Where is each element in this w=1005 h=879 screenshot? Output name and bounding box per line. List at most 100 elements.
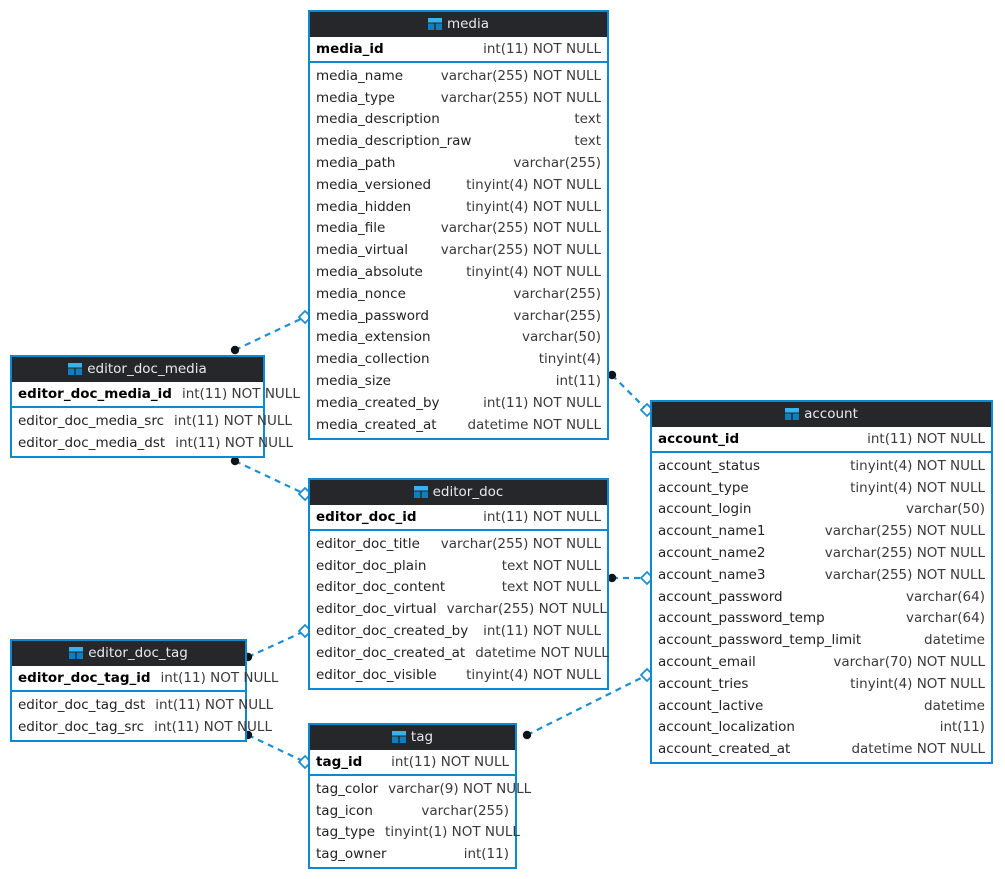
field-type: text NOT NULL [501, 557, 601, 574]
entity-header-account[interactable]: account [652, 402, 991, 427]
table-icon [413, 486, 428, 498]
table-icon [785, 408, 800, 420]
field-name: media_collection [316, 351, 430, 368]
entity-header-editor_doc_media[interactable]: editor_doc_media [12, 357, 263, 382]
field-type: varchar(255) NOT NULL [440, 242, 601, 259]
relation-line [247, 734, 306, 763]
field-media_nonce[interactable]: media_nonce varchar(255) [310, 283, 607, 305]
entity-header-media[interactable]: media [310, 12, 607, 37]
field-name: media_nonce [316, 285, 406, 302]
field-type: varchar(64) [905, 610, 985, 627]
relation-line [234, 316, 306, 351]
field-name: editor_doc_title [316, 535, 420, 552]
field-type: datetime NOT NULL [851, 741, 985, 758]
field-type: tinyint(4) NOT NULL [850, 675, 985, 692]
entity-header-editor_doc[interactable]: editor_doc [310, 480, 607, 505]
field-name: media_name [316, 67, 404, 84]
field-name: media_password [316, 307, 429, 324]
field-name: editor_doc_created_at [316, 644, 466, 661]
field-name: tag_type [316, 824, 376, 841]
field-type: int(11) NOT NULL [155, 696, 274, 713]
entity-header-editor_doc_tag[interactable]: editor_doc_tag [12, 641, 245, 666]
field-name: media_versioned [316, 176, 432, 193]
entity-title: editor_doc_media [87, 361, 207, 377]
relation-editor_doc-to-account [607, 570, 655, 586]
field-name: media_absolute [316, 264, 423, 281]
field-type: int(11) [463, 846, 509, 863]
field-type: varchar(255) [513, 285, 601, 302]
field-type: int(11) NOT NULL [483, 623, 601, 640]
relation-line [234, 460, 306, 495]
field-type: tinyint(4) NOT NULL [850, 457, 985, 474]
entity-header-tag[interactable]: tag [310, 725, 515, 750]
